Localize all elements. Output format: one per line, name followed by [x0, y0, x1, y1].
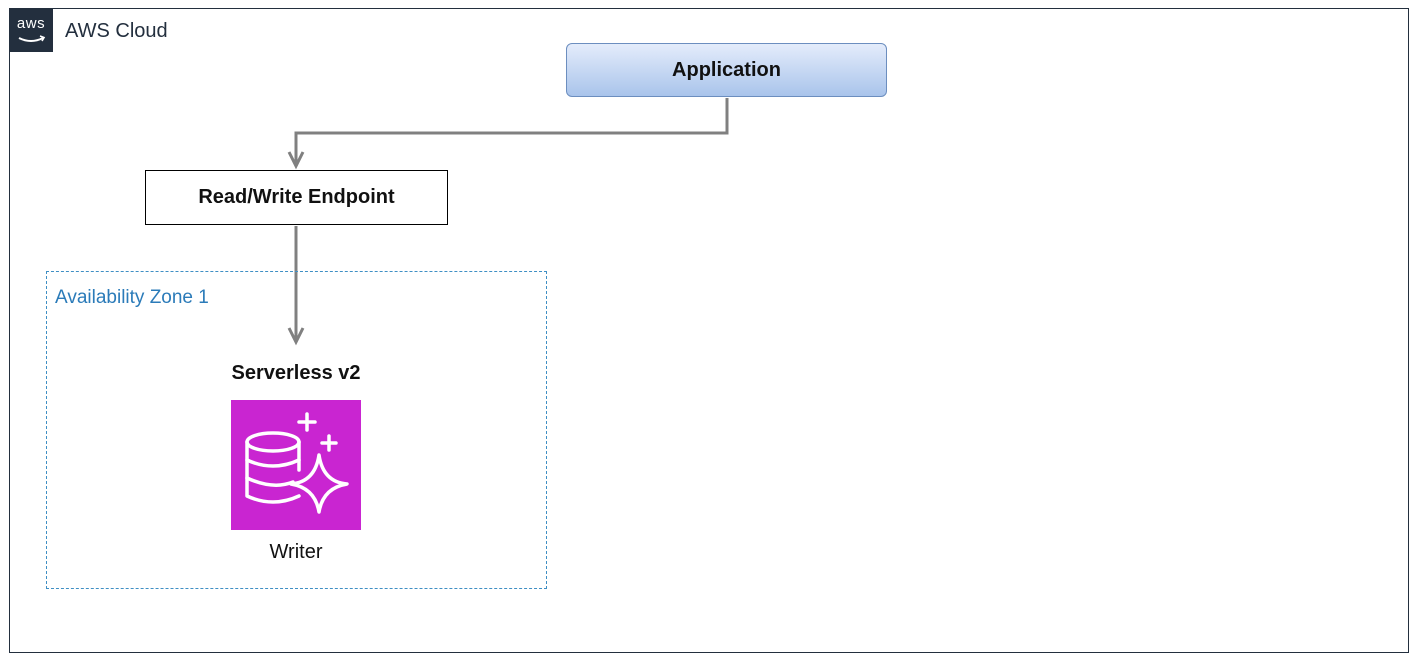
availability-zone-group [46, 271, 547, 589]
aws-logo-icon: aws [9, 8, 53, 52]
arrowhead-endpoint [287, 151, 305, 170]
availability-zone-label: Availability Zone 1 [55, 287, 209, 308]
arrowhead-database [287, 327, 305, 346]
aws-cloud-label: AWS Cloud [65, 20, 168, 42]
aws-logo-text: aws [16, 15, 46, 32]
writer-label: Writer [269, 541, 323, 563]
application-node[interactable]: Application [566, 43, 887, 97]
database-sparkle-icon [245, 412, 349, 514]
connector-application-to-endpoint [294, 98, 729, 164]
aws-smile-icon [18, 35, 46, 42]
aurora-database-icon[interactable] [231, 400, 361, 530]
aws-cloud-group [9, 8, 1409, 653]
serverless-v2-label: Serverless v2 [231, 362, 361, 384]
read-write-endpoint-node[interactable]: Read/Write Endpoint [145, 170, 448, 225]
